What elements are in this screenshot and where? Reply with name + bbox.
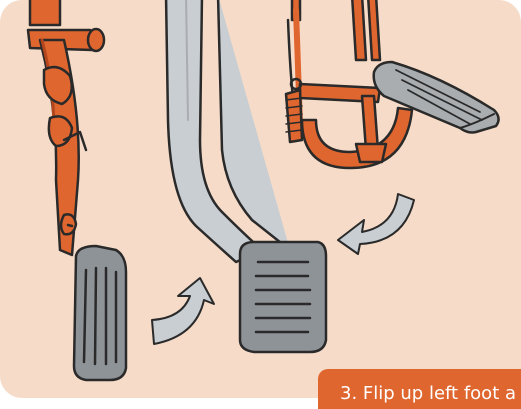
- step-caption: 3. Flip up left foot a: [318, 369, 521, 409]
- clutch-pad: [74, 246, 126, 380]
- brake-pad: [240, 242, 326, 352]
- step-caption-text: 3. Flip up left foot a: [340, 383, 516, 405]
- pedal-illustration: [0, 0, 521, 398]
